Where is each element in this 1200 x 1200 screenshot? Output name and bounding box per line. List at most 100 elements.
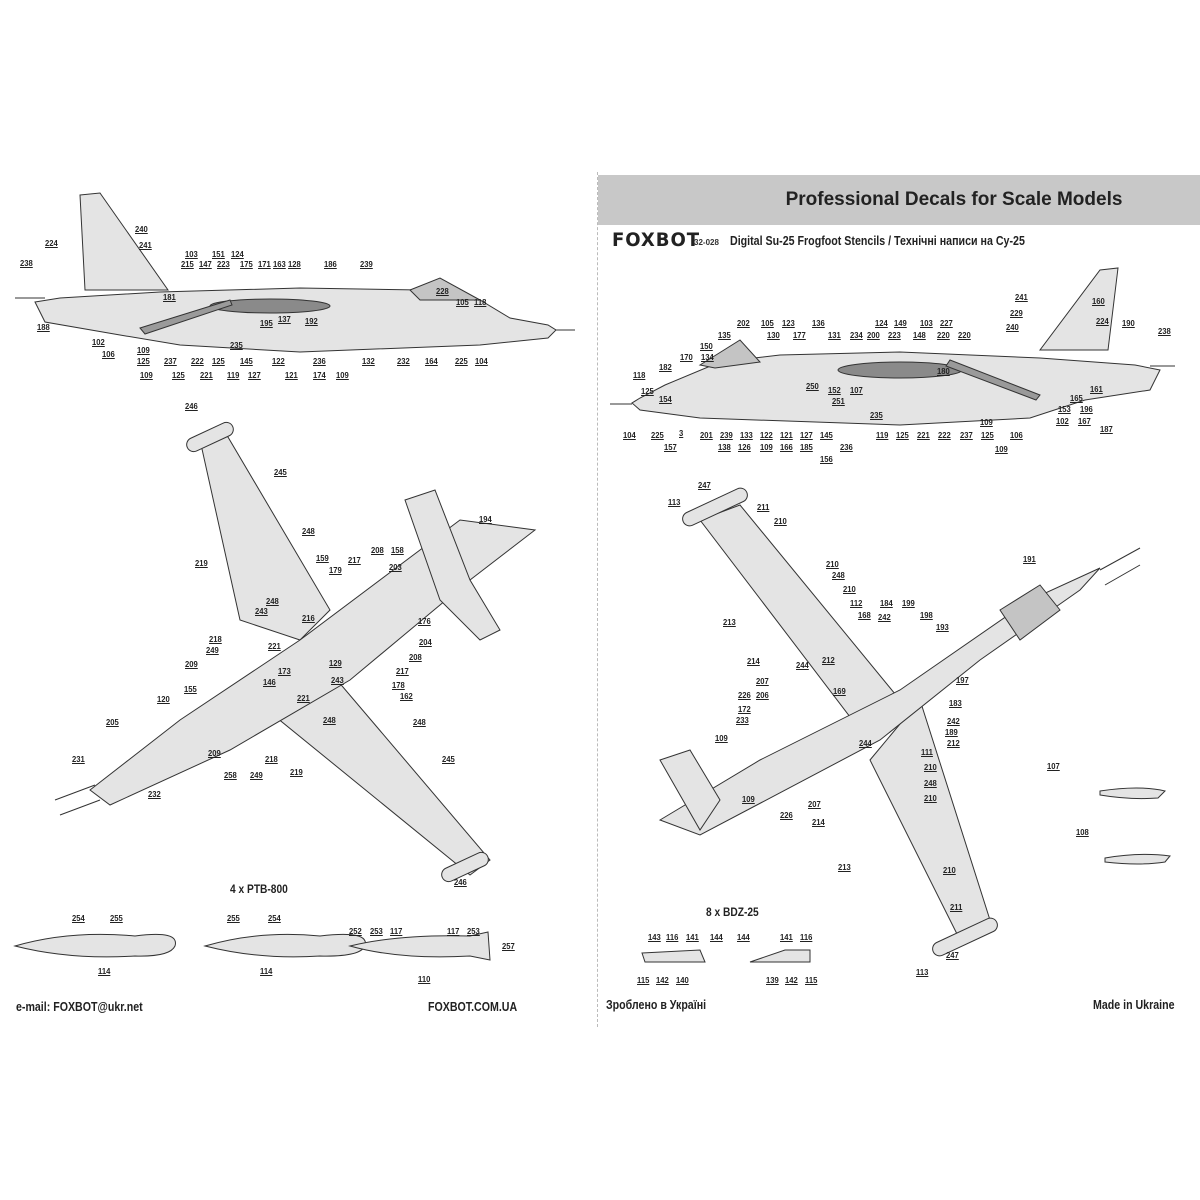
callout-label-side-right: 126 [738,442,751,452]
callout-label-side-right: 157 [664,442,677,452]
callout-label-side-right: 152 [828,385,841,395]
callout-label-side-right: 122 [760,430,773,440]
callout-label-plan-left: 204 [419,637,432,647]
callout-label-side-left: 124 [231,249,244,259]
callout-label-side-left: 125 [137,356,150,366]
tanks-caption: 4 x PTB-800 [230,882,288,896]
callout-label-side-left: 186 [324,259,337,269]
callout-label-plan-right: 189 [945,727,958,737]
callout-label-side-left: 109 [137,345,150,355]
callout-label-plan-left: 221 [268,641,281,651]
callout-label-plan-right: 248 [832,570,845,580]
callout-label-side-left: 192 [305,316,318,326]
callout-label-tanks: 114 [98,966,111,976]
callout-label-side-left: 171 [258,259,271,269]
callout-label-side-left: 121 [285,370,298,380]
callout-label-side-left: 118 [474,297,487,307]
callout-label-tanks: 252 [349,926,362,936]
callout-label-tanks: 257 [502,941,515,951]
callout-label-plan-right: 109 [742,794,755,804]
callout-label-side-left: 175 [240,259,253,269]
callout-label-plan-left: 129 [329,658,342,668]
callout-label-side-right: 109 [980,417,993,427]
callout-label-side-right: 102 [1056,416,1069,426]
callout-label-plan-right: 197 [956,675,969,685]
callout-label-side-left: 215 [181,259,194,269]
callout-label-plan-right: 111 [921,747,933,757]
product-code: 32-028 [694,238,719,247]
side-view-right [610,267,1175,426]
callout-label-plan-left: 219 [290,767,303,777]
callout-label-plan-left: 231 [72,754,85,764]
callout-label-side-right: 3 [679,428,684,438]
callout-label-side-right: 138 [718,442,731,452]
callout-label-side-left: 119 [227,370,240,380]
callout-label-side-right: 104 [623,430,636,440]
callout-label-side-left: 147 [199,259,212,269]
callout-label-side-right: 196 [1080,404,1093,414]
callout-label-plan-right: 210 [826,559,839,569]
callout-label-plan-left: 216 [302,613,315,623]
callout-label-side-left: 237 [164,356,177,366]
callout-label-side-left: 125 [212,356,225,366]
callout-label-side-right: 149 [894,318,907,328]
callout-label-plan-left: 203 [389,562,402,572]
callout-label-side-right: 239 [720,430,733,440]
callout-label-plan-left: 178 [392,680,405,690]
callout-label-side-right: 125 [641,386,654,396]
callout-label-side-right: 125 [896,430,909,440]
callout-label-side-right: 121 [780,430,793,440]
callout-label-bdz: 116 [666,932,679,942]
callout-label-plan-right: 210 [943,865,956,875]
callout-label-side-right: 201 [700,430,713,440]
callout-label-plan-left: 162 [400,691,413,701]
callout-label-plan-left: 246 [454,877,467,887]
callout-label-side-right: 161 [1090,384,1103,394]
made-in-ukraine-ua: Зроблено в Україні [606,998,707,1012]
callout-label-side-right: 154 [659,394,672,404]
callout-label-side-right: 107 [850,385,863,395]
callout-label-plan-right: 199 [902,598,915,608]
callout-label-side-right: 118 [633,370,646,380]
callout-label-plan-left: 258 [224,770,237,780]
callout-label-plan-left: 146 [263,677,276,687]
callout-label-plan-left: 194 [479,514,492,524]
callout-label-side-left: 228 [436,286,449,296]
callout-label-plan-right: 191 [1023,554,1036,564]
callout-label-side-left: 145 [240,356,253,366]
email-text: e-mail: FOXBOT@ukr.net [16,1000,143,1014]
callout-label-plan-right: 109 [715,733,728,743]
callout-label-side-left: 125 [172,370,185,380]
callout-label-plan-right: 184 [880,598,893,608]
callout-label-side-right: 133 [740,430,753,440]
callout-label-side-left: 128 [288,259,301,269]
callout-label-side-right: 148 [913,330,926,340]
planform-left [54,421,537,883]
callout-label-side-right: 153 [1058,404,1071,414]
callout-label-side-right: 127 [800,430,813,440]
callout-label-side-left: 223 [217,259,230,269]
callout-label-plan-right: 211 [757,502,770,512]
callout-label-side-right: 182 [659,362,672,372]
callout-label-plan-left: 218 [209,634,222,644]
callout-label-side-right: 251 [832,396,845,406]
callout-label-plan-right: 210 [924,762,937,772]
callout-label-plan-left: 249 [206,645,219,655]
callout-label-side-left: 106 [102,349,115,359]
callout-label-plan-right: 214 [747,656,760,666]
callout-label-bdz: 140 [676,975,689,985]
callout-label-side-right: 238 [1158,326,1171,336]
callout-label-plan-right: 112 [850,598,863,608]
callout-label-bdz: 143 [648,932,661,942]
callout-label-plan-left: 155 [184,684,197,694]
callout-label-side-left: 221 [200,370,213,380]
callout-label-plan-left: 243 [255,606,268,616]
callout-label-bdz: 142 [785,975,798,985]
callout-label-side-right: 220 [958,330,971,340]
callout-label-plan-right: 210 [924,793,937,803]
callout-label-plan-right: 244 [859,738,872,748]
callout-label-side-right: 177 [793,330,806,340]
callout-label-bdz: 116 [800,932,813,942]
callout-label-side-right: 106 [1010,430,1023,440]
callout-label-side-left: 241 [139,240,152,250]
